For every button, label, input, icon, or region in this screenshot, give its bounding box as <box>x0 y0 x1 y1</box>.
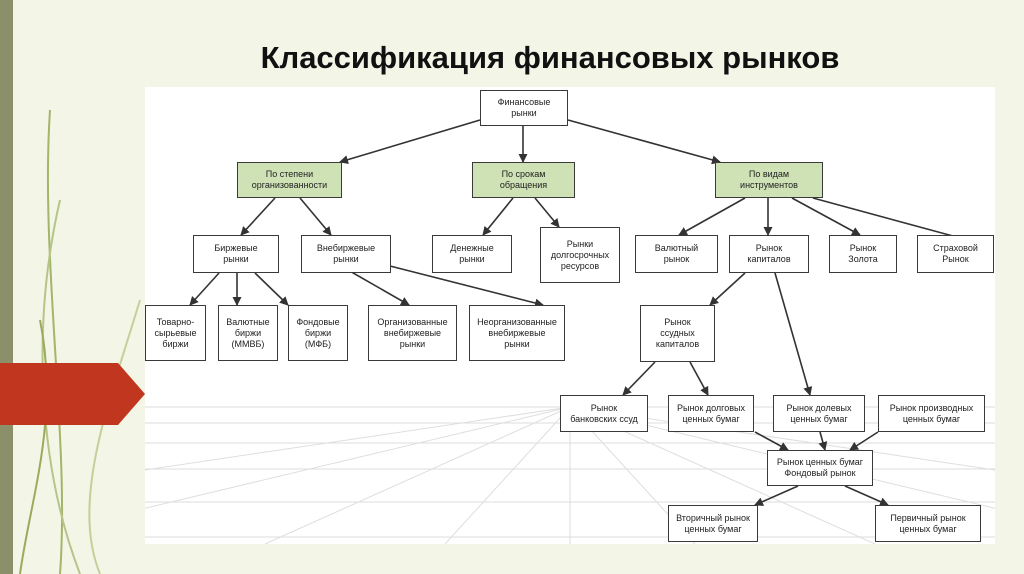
diagram-canvas: Финансовые рынки По степени организованн… <box>145 87 995 544</box>
node-by-terms: По срокам обращения <box>472 162 575 198</box>
node-by-organization: По степени организованности <box>237 162 342 198</box>
node-stock-exchanges: Фондовые биржи (МФБ) <box>288 305 348 361</box>
node-loan-capital-market: Рынок ссудных капиталов <box>640 305 715 362</box>
node-exchange-markets: Биржевые рынки <box>193 235 279 273</box>
node-unorganized-otc: Неорганизованные внебиржевые рынки <box>469 305 565 361</box>
node-equity-securities-market: Рынок долевых ценных бумаг <box>773 395 865 432</box>
node-primary-market: Первичный рынок ценных бумаг <box>875 505 981 542</box>
node-currency-market: Валютный рынок <box>635 235 718 273</box>
node-money-markets: Денежные рынки <box>432 235 512 273</box>
node-otc-markets: Внебиржевые рынки <box>301 235 391 273</box>
node-bank-loans-market: Рынок банковских ссуд <box>560 395 648 432</box>
node-commodity-exchanges: Товарно- сырьевые биржи <box>145 305 206 361</box>
node-debt-securities-market: Рынок долговых ценных бумаг <box>668 395 754 432</box>
left-accent-bar <box>0 0 13 574</box>
node-long-term-markets: Рынки долгосрочных ресурсов <box>540 227 620 283</box>
node-by-instruments: По видам инструментов <box>715 162 823 198</box>
node-insurance-market: Страховой Рынок <box>917 235 994 273</box>
node-organized-otc: Организованные внебиржевые рынки <box>368 305 457 361</box>
leaf-decoration <box>19 109 141 574</box>
node-secondary-market: Вторичный рынок ценных бумаг <box>668 505 758 542</box>
node-capital-market: Рынок капиталов <box>729 235 809 273</box>
node-gold-market: Рынок Золота <box>829 235 897 273</box>
node-financial-markets: Финансовые рынки <box>480 90 568 126</box>
red-arrow-shape <box>0 363 145 425</box>
node-securities-market: Рынок ценных бумаг Фондовый рынок <box>767 450 873 486</box>
slide-title: Классификация финансовых рынков <box>260 40 840 75</box>
node-currency-exchanges: Валютные биржи (ММВБ) <box>218 305 278 361</box>
node-derivatives-market: Рынок производных ценных бумаг <box>878 395 985 432</box>
